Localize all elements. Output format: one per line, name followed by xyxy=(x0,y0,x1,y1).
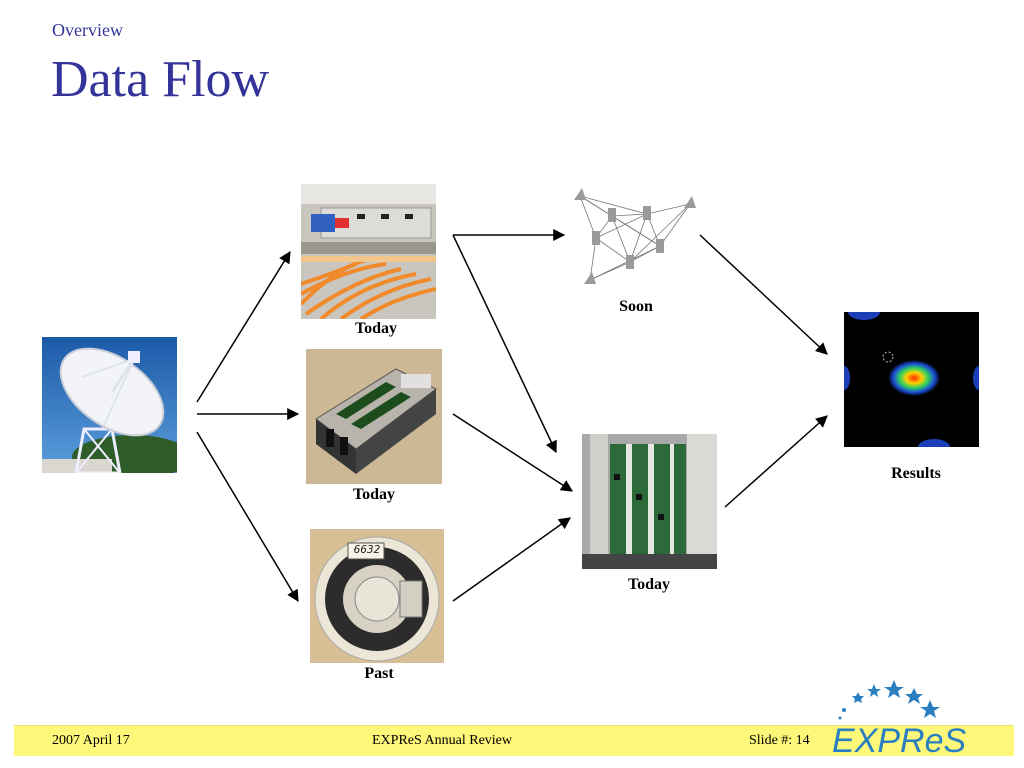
caption-grid: Soon xyxy=(619,298,653,315)
footer-date: 2007 April 17 xyxy=(52,733,130,748)
grid-network-image xyxy=(572,176,702,298)
expres-logo: EXPReS xyxy=(826,676,996,760)
section-label: Overview xyxy=(52,20,123,40)
caption-fibre: Today xyxy=(354,320,398,337)
fibre-network-image xyxy=(301,184,436,319)
arrow-correlator-to-results xyxy=(724,415,828,508)
caption-correlator: Today xyxy=(627,576,671,593)
arrow-fibre-to-correlator xyxy=(452,234,557,454)
logo-text: EXPReS xyxy=(832,722,966,760)
footer-event: EXPReS Annual Review xyxy=(372,733,512,748)
arrow-telescope-to-fibre xyxy=(196,250,291,403)
slide-title: Data Flow xyxy=(51,51,270,108)
arrow-grid-to-results xyxy=(699,234,828,355)
caption-results: Results xyxy=(891,465,941,482)
arrow-disk-to-correlator xyxy=(452,413,574,492)
radio-telescope-image xyxy=(42,337,177,473)
footer-slide-number: Slide #: 14 xyxy=(749,733,810,748)
arrow-telescope-to-tape xyxy=(196,431,299,603)
caption-tape: Past xyxy=(364,665,394,682)
tape-reel-image: 6632 xyxy=(310,529,444,663)
correlator-image xyxy=(582,434,717,569)
arrow-tape-to-correlator xyxy=(452,517,571,602)
caption-disk-pack: Today xyxy=(352,486,396,503)
results-image xyxy=(844,312,979,447)
disk-pack-image xyxy=(306,349,442,484)
footer-bar: 2007 April 17 EXPReS Annual Review Slide… xyxy=(14,725,1014,756)
tape-reel-label: 6632 xyxy=(353,543,381,556)
